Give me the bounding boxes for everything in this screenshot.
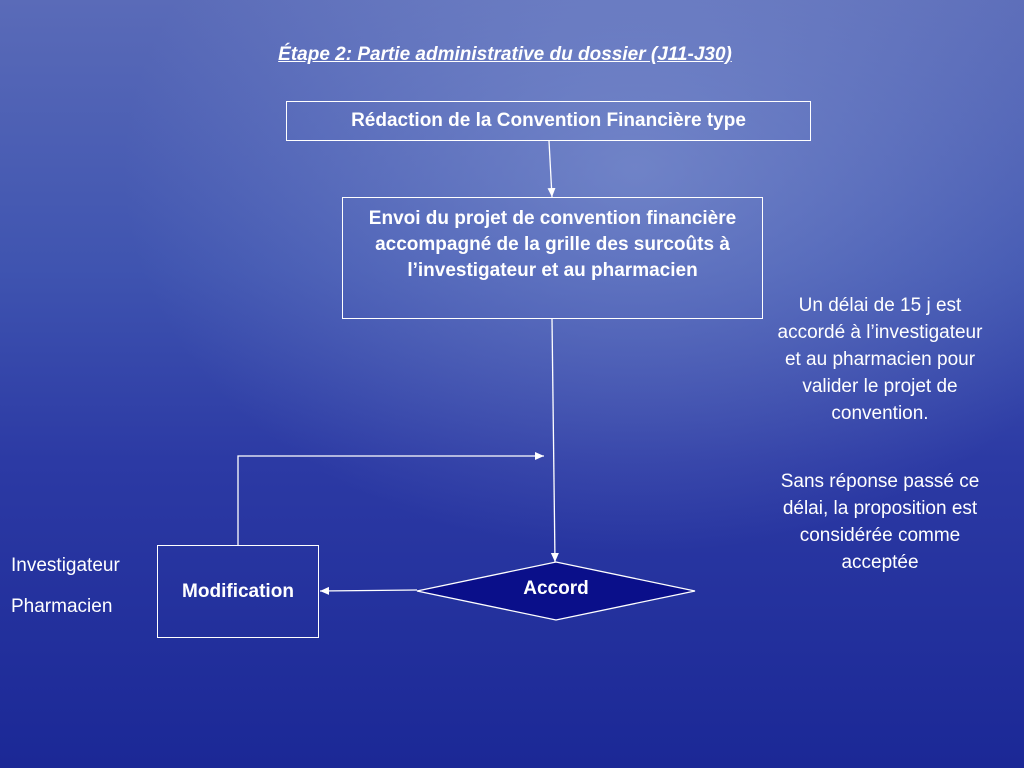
node-accord-label: Accord bbox=[523, 578, 589, 599]
actor-pharmacien: Pharmacien bbox=[11, 596, 113, 617]
actor-investigateur: Investigateur bbox=[11, 555, 120, 576]
arrow-modification-loopback bbox=[237, 452, 544, 545]
note-sans-reponse: Sans réponse passé ce délai, la proposit… bbox=[780, 471, 980, 573]
arrow-accord-to-modification bbox=[319, 586, 418, 595]
accord-decision-diamond bbox=[416, 561, 696, 621]
arrow-redaction-to-envoi bbox=[547, 140, 556, 198]
note-delai: Un délai de 15 j est accordé à l’investi… bbox=[777, 295, 983, 424]
slide-title: Étape 2: Partie administrative du dossie… bbox=[278, 44, 732, 65]
node-modification: Modification bbox=[157, 545, 319, 638]
node-envoi-projet: Envoi du projet de convention financière… bbox=[342, 197, 763, 319]
node-redaction-convention: Rédaction de la Convention Financière ty… bbox=[286, 101, 811, 141]
arrow-envoi-to-accord bbox=[550, 318, 559, 563]
